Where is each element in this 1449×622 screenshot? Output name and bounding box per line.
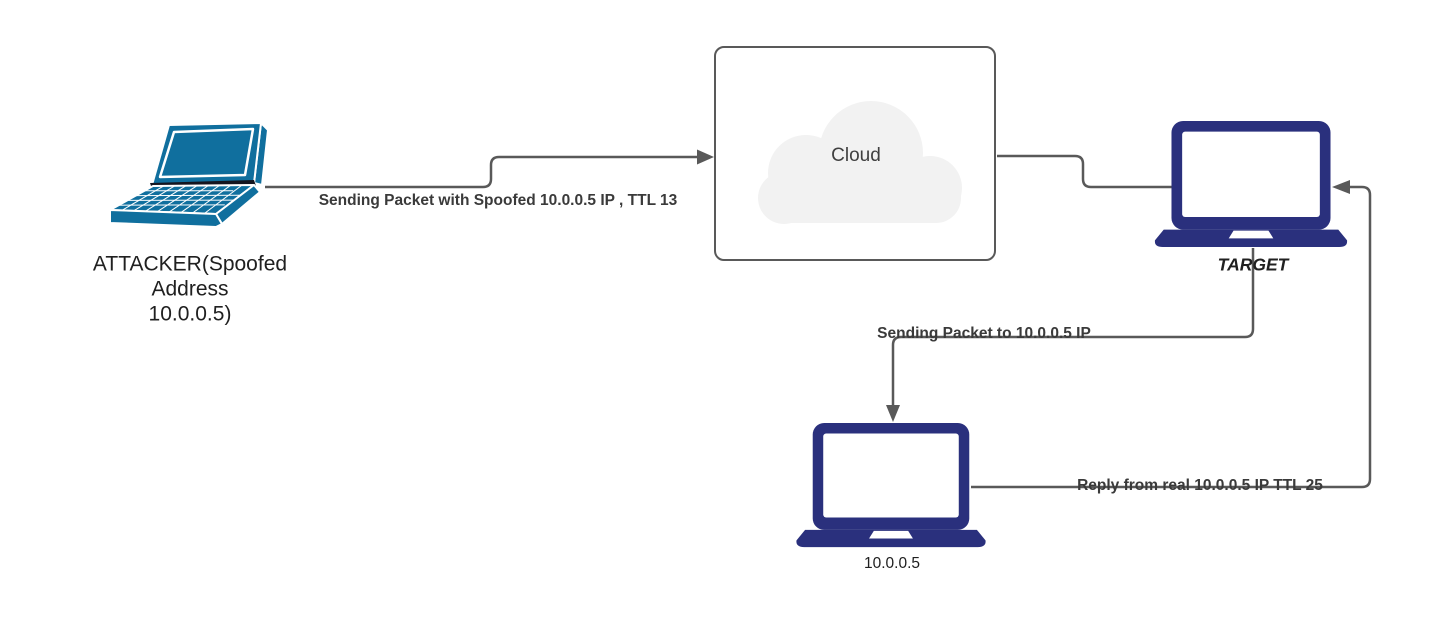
arrowhead-into-cloud — [697, 149, 714, 165]
cloud-label: Cloud — [831, 145, 881, 166]
attacker-label: ATTACKER(Spoofed Address 10.0.0.5) — [92, 252, 288, 326]
real-host-laptop-icon — [794, 423, 988, 554]
edge-label-reply-packet: Reply from real 10.0.0.5 IP TTL 25 — [1077, 477, 1323, 494]
attacker-laptop-icon — [96, 118, 271, 245]
target-laptop-icon — [1154, 121, 1348, 254]
edge-real-host-to-target — [971, 185, 1372, 489]
arrowhead-into-real-host — [886, 405, 900, 422]
edge-target-to-real-host — [891, 248, 1255, 405]
laptop-icon — [796, 423, 986, 548]
laptop-3d-icon — [109, 122, 269, 228]
cloud-box — [714, 46, 996, 261]
target-label: TARGET — [1217, 254, 1289, 275]
arrowhead-into-target — [1332, 180, 1350, 194]
edge-cloud-to-target — [997, 154, 1172, 189]
real-host-label: 10.0.0.5 — [863, 555, 921, 572]
laptop-icon — [1154, 121, 1348, 248]
cloud-icon — [758, 101, 962, 224]
edge-attacker-to-cloud — [265, 155, 697, 189]
edge-label-spoofed-packet: Sending Packet with Spoofed 10.0.0.5 IP … — [318, 192, 678, 209]
edge-label-forward-packet: Sending Packet to 10.0.0.5 IP — [877, 325, 1091, 342]
